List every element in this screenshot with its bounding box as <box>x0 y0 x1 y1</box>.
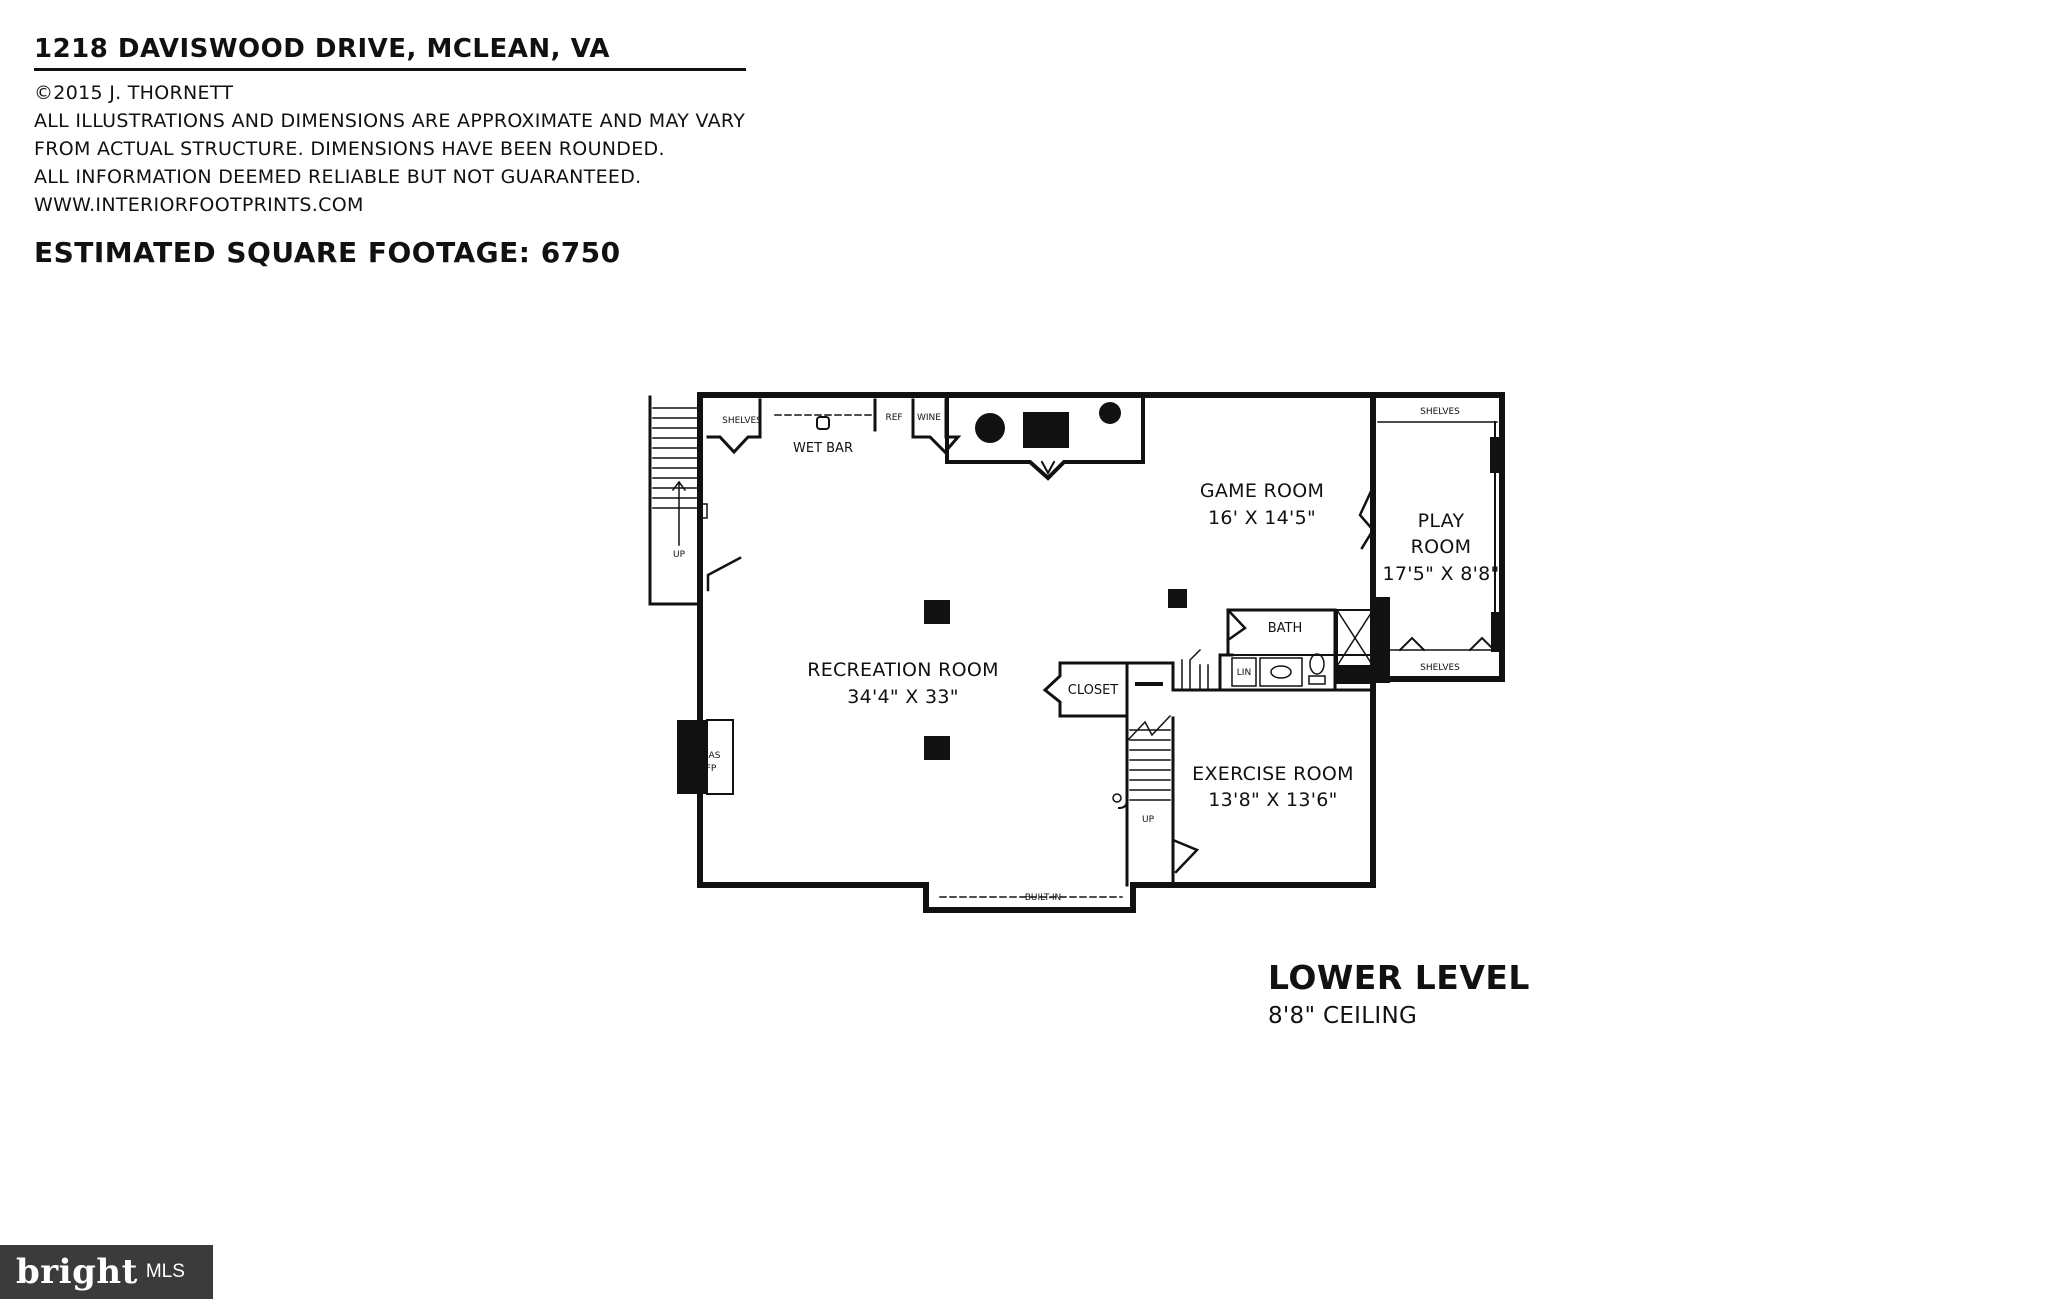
column <box>924 600 950 624</box>
stair-post <box>699 503 708 519</box>
label-bath: BATH <box>1268 621 1303 636</box>
room-name-exercise: EXERCISE ROOM <box>1192 763 1354 785</box>
interior-wall <box>706 435 762 455</box>
label-shelves-top: SHELVES <box>1420 407 1460 417</box>
website-line: WWW.INTERIORFOOTPRINTS.COM <box>34 194 364 216</box>
disclaimer-block: ©2015 J. THORNETT ALL ILLUSTRATIONS AND … <box>34 79 746 219</box>
logo-suffix: MLS <box>145 1261 185 1282</box>
level-title: LOWER LEVEL <box>1268 958 1530 997</box>
room-dims-game: 16' X 14'5" <box>1208 507 1316 529</box>
ceiling-height: 8'8" CEILING <box>1268 1003 1418 1029</box>
property-address: 1218 DAVISWOOD DRIVE, MCLEAN, VA <box>34 34 746 71</box>
logo-brand: bright <box>16 1252 138 1292</box>
tv-screen <box>1023 412 1069 448</box>
door-swing <box>1171 838 1200 874</box>
interior-wall <box>1125 661 1175 887</box>
wall-block <box>1135 682 1163 686</box>
vanity <box>1259 657 1303 687</box>
disclaimer-line: ALL ILLUSTRATIONS AND DIMENSIONS ARE APP… <box>34 110 746 132</box>
door-swing <box>1226 608 1247 642</box>
stair-treads <box>1129 729 1171 801</box>
label-lin: LIN <box>1237 668 1251 678</box>
wall-block <box>1491 612 1502 652</box>
speaker-right <box>1099 402 1121 424</box>
square-footage: ESTIMATED SQUARE FOOTAGE: 6750 <box>34 236 621 269</box>
room-dims-exercise: 13'8" X 13'6" <box>1208 789 1337 811</box>
door-swing <box>1398 636 1496 652</box>
fireplace-firebox <box>677 720 707 794</box>
label-gas: GAS <box>702 751 721 761</box>
wall-block <box>1375 597 1390 683</box>
room-dims-play: 17'5" X 8'8" <box>1382 563 1499 585</box>
interior-wall <box>758 398 962 455</box>
room-name-play-2: ROOM <box>1411 536 1472 558</box>
stair-rail <box>1117 739 1128 810</box>
vanity-sink <box>1270 665 1292 679</box>
header-block: 1218 DAVISWOOD DRIVE, MCLEAN, VA ©2015 J… <box>34 34 746 219</box>
bright-mls-logo: bright MLS <box>0 1245 213 1299</box>
disclaimer-line: FROM ACTUAL STRUCTURE. DIMENSIONS HAVE B… <box>34 138 665 160</box>
speaker-left <box>975 413 1005 443</box>
disclaimer-line: ALL INFORMATION DEEMED RELIABLE BUT NOT … <box>34 166 642 188</box>
column <box>924 736 950 760</box>
stair-break <box>1126 714 1172 742</box>
label-up-left: UP <box>673 550 686 560</box>
shower-x <box>1335 608 1375 668</box>
stair-newel <box>1112 793 1122 803</box>
label-ref: REF <box>885 413 902 423</box>
label-wet-bar: WET BAR <box>793 441 853 456</box>
wall-block <box>1490 437 1502 473</box>
label-shelves-left: SHELVES <box>722 416 762 426</box>
label-shelves-bottom: SHELVES <box>1420 663 1460 673</box>
column <box>1168 589 1187 608</box>
level-caption: LOWER LEVEL 8'8" CEILING <box>1268 958 1530 1029</box>
exterior-wall <box>697 392 1376 913</box>
door-swing <box>706 556 742 592</box>
interior-wall <box>1181 648 1209 691</box>
label-built-in: BUILT-IN <box>1025 893 1062 903</box>
toilet-tank <box>1308 675 1326 685</box>
interior-wall <box>945 393 1145 481</box>
label-fp: FP <box>706 764 717 774</box>
room-name-recreation: RECREATION ROOM <box>807 659 999 681</box>
room-name-game: GAME ROOM <box>1200 480 1324 502</box>
stair-arrow <box>671 480 687 546</box>
door-swing <box>1358 485 1375 550</box>
exterior-wall <box>648 395 702 606</box>
wall-block <box>1335 666 1375 684</box>
sink <box>816 416 830 430</box>
room-dims-recreation: 34'4" X 33" <box>847 686 959 708</box>
stair-treads <box>652 407 701 509</box>
label-closet: CLOSET <box>1068 683 1119 698</box>
room-name-play: PLAY <box>1418 510 1465 532</box>
copyright-line: ©2015 J. THORNETT <box>34 82 234 104</box>
door-swing <box>1040 460 1056 476</box>
exterior-wall <box>1370 392 1505 682</box>
linen-closet <box>1231 657 1257 687</box>
label-wine: WINE <box>917 413 941 423</box>
label-up-inner: UP <box>1142 815 1155 825</box>
toilet-bowl <box>1309 653 1325 675</box>
